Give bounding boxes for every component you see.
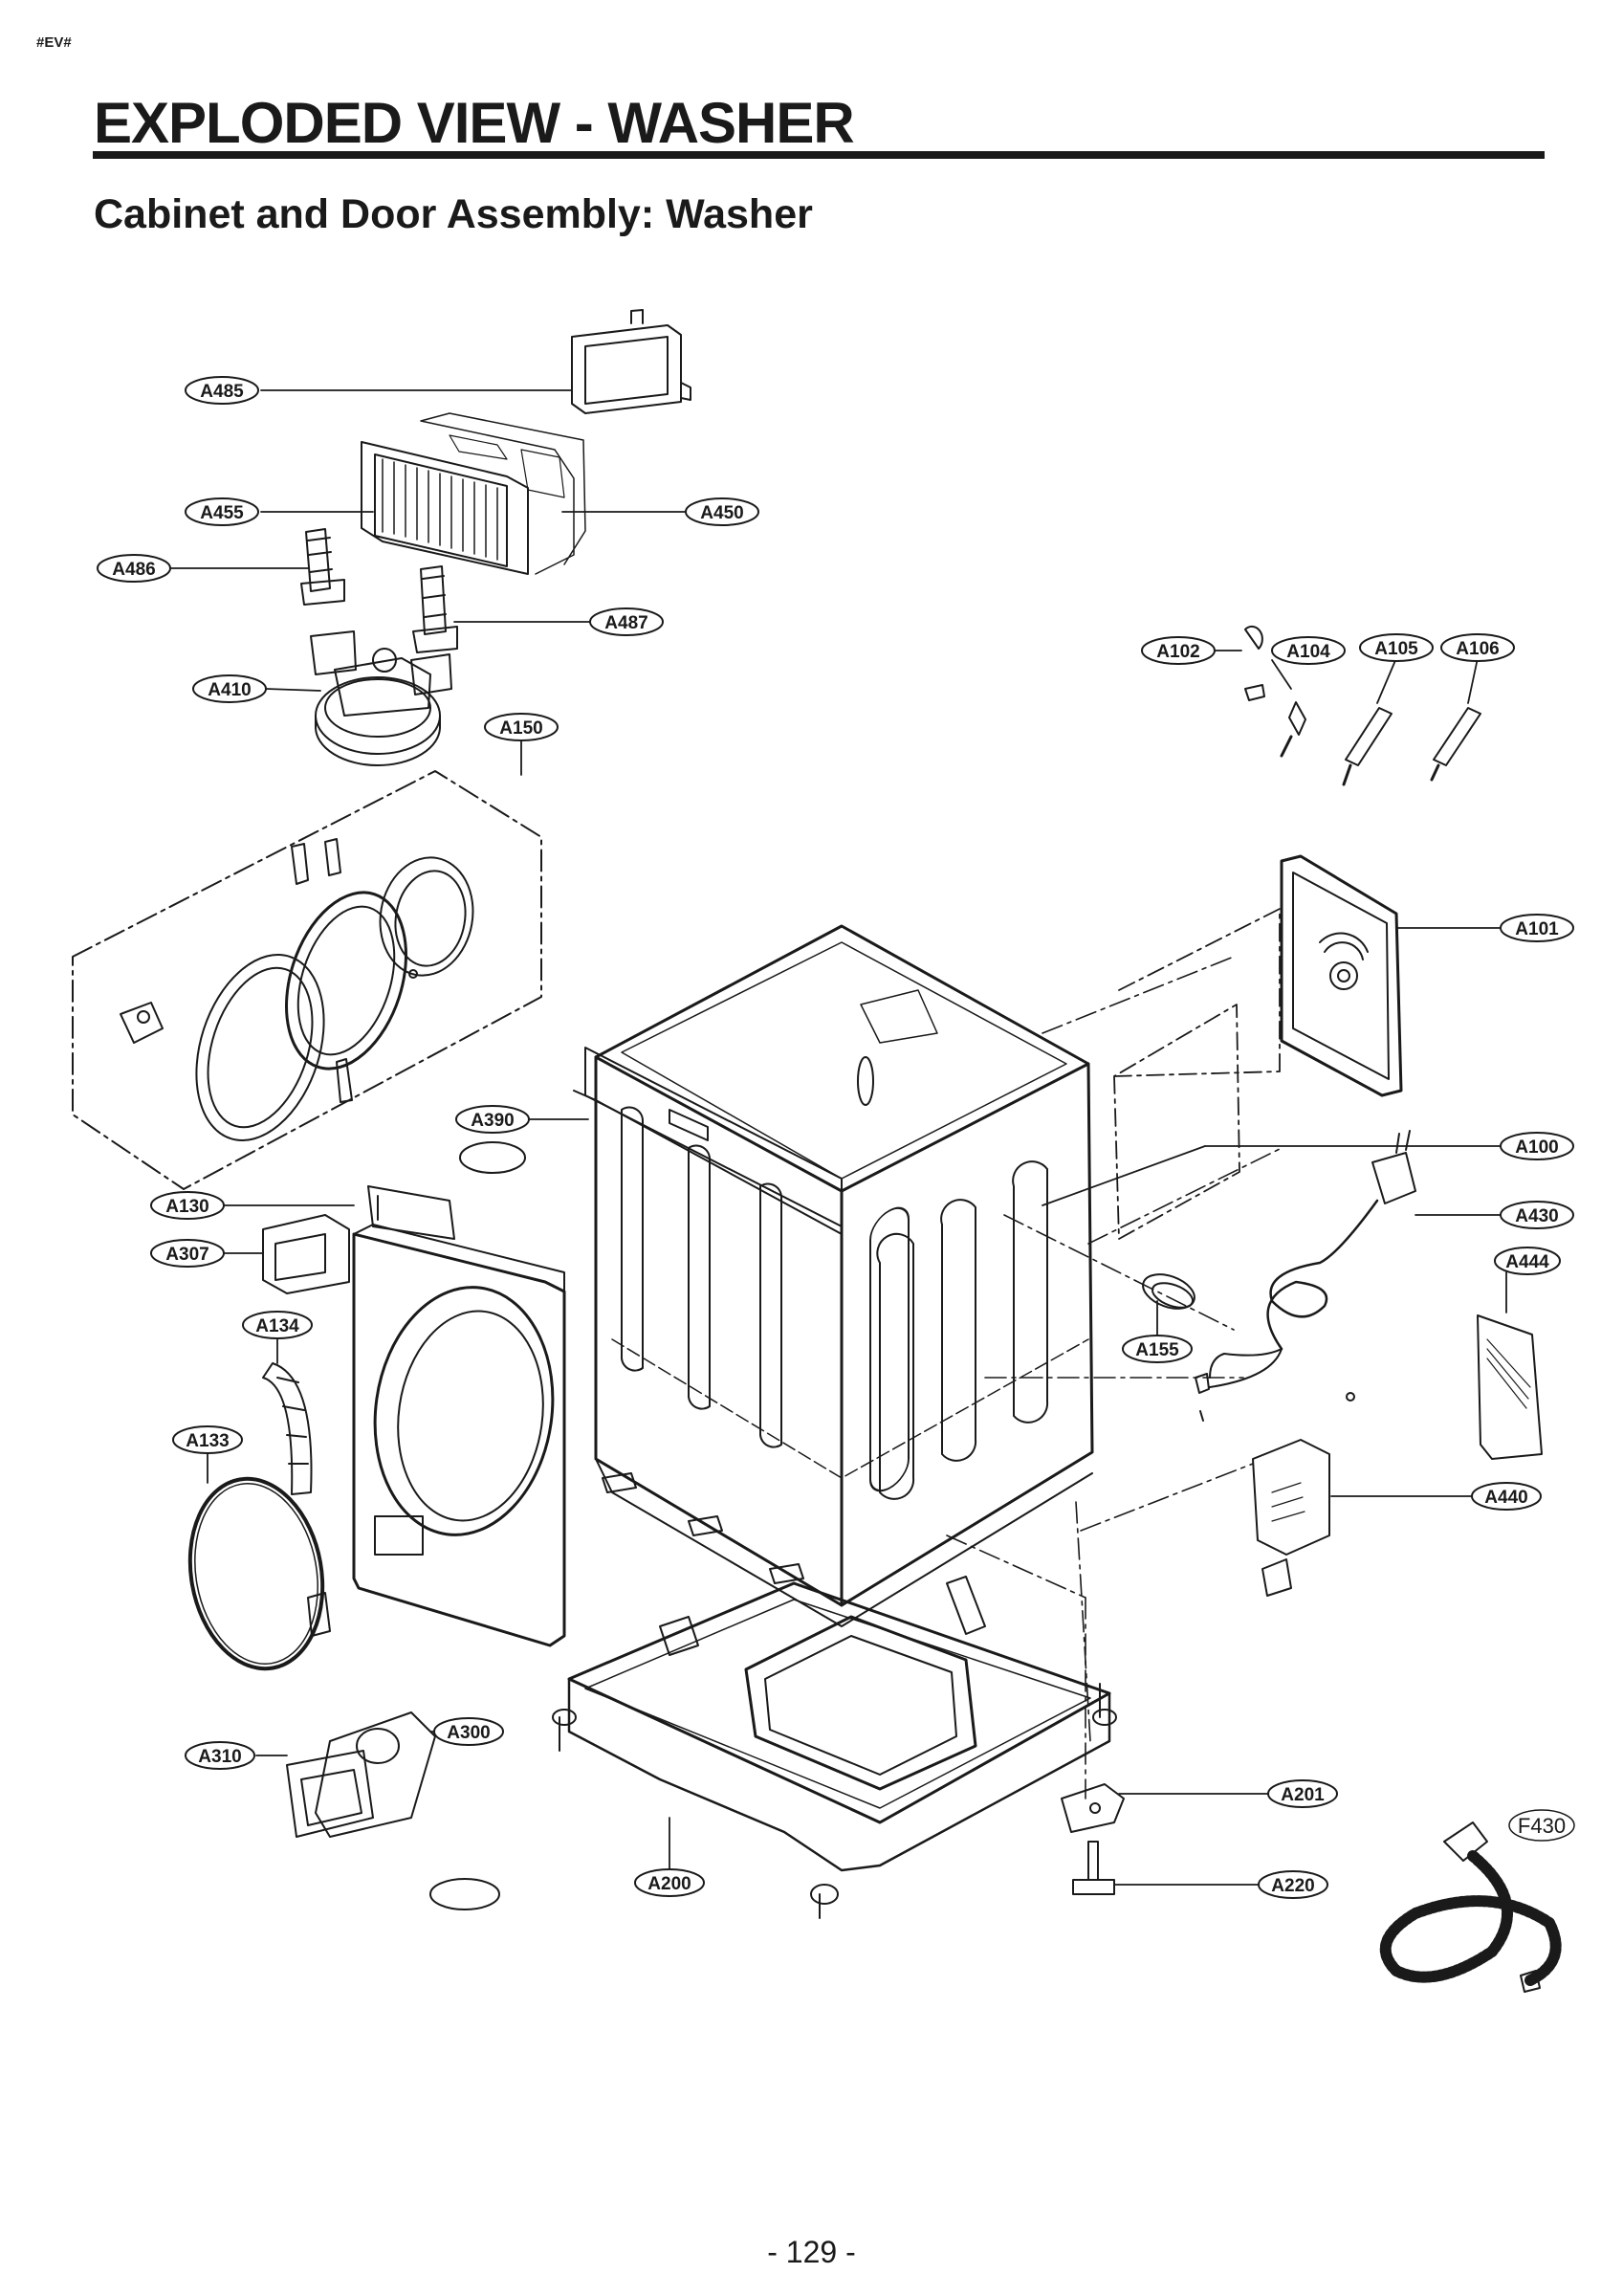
callout-a430: A430	[1500, 1201, 1574, 1229]
part-a440-drawing	[1252, 1439, 1330, 1597]
part-f430-hose	[1379, 1821, 1562, 1993]
callout-a102: A102	[1141, 636, 1216, 665]
callout-a410: A410	[192, 674, 267, 703]
callout-labels: A485 A455 A450 A486 A487 A410 A150 A102 …	[97, 376, 1574, 1910]
callout-a440-text: A440	[1484, 1488, 1527, 1508]
callout-a106: A106	[1440, 633, 1515, 662]
title-rule	[93, 151, 1545, 159]
callout-a134-text: A134	[255, 1316, 299, 1336]
callout-a390-text: A390	[471, 1111, 514, 1131]
callout-a390: A390	[455, 1105, 530, 1134]
page-subtitle: Cabinet and Door Assembly: Washer	[94, 191, 813, 237]
part-a155-drawing	[1142, 1273, 1195, 1310]
callout-a155: A155	[1122, 1335, 1193, 1363]
callout-a104: A104	[1271, 636, 1346, 665]
callout-a300-text: A300	[447, 1723, 490, 1743]
callout-f430-text: F430	[1518, 1814, 1566, 1838]
callout-a450: A450	[685, 497, 759, 526]
callout-a150-text: A150	[499, 718, 542, 739]
blank-callout-2	[429, 1878, 500, 1910]
part-a487-drawing	[412, 565, 458, 653]
callout-a105-text: A105	[1374, 639, 1418, 659]
callout-a485: A485	[185, 376, 259, 405]
callout-a486: A486	[97, 554, 171, 583]
callout-a300: A300	[433, 1717, 504, 1746]
callout-a100-text: A100	[1515, 1137, 1558, 1158]
part-a200-base	[552, 1576, 1117, 1919]
part-a134-drawing	[262, 1362, 313, 1495]
callout-a444-text: A444	[1505, 1252, 1549, 1272]
part-a485-drawing	[571, 309, 691, 414]
callout-a444: A444	[1494, 1247, 1561, 1275]
assembly-guides	[946, 956, 1283, 1799]
part-a300-a310-drawing	[286, 1711, 436, 1838]
leader-lines	[169, 389, 1507, 1886]
part-a102-a106-drawing	[1244, 625, 1481, 786]
part-a133-drawing	[187, 1476, 331, 1671]
part-a486-drawing	[300, 528, 345, 606]
callout-a485-text: A485	[200, 382, 244, 402]
callout-a487-text: A487	[604, 613, 647, 633]
part-a130-drawing	[352, 1185, 566, 1647]
callout-a430-text: A430	[1515, 1206, 1558, 1226]
callout-a130-text: A130	[165, 1197, 208, 1217]
document-tag: #EV#	[36, 34, 72, 51]
part-a455-a450-drawing	[361, 412, 586, 575]
callout-a104-text: A104	[1286, 642, 1330, 662]
callout-f430: F430	[1508, 1809, 1575, 1842]
callout-a201: A201	[1267, 1779, 1338, 1808]
part-a410-drawing	[310, 630, 452, 766]
part-a444-drawing	[1346, 1314, 1543, 1460]
callout-a455: A455	[185, 497, 259, 526]
callout-a455-text: A455	[200, 503, 244, 523]
part-a101-drawing	[1280, 854, 1403, 1097]
callout-a200-text: A200	[647, 1874, 691, 1894]
callout-a133-text: A133	[186, 1431, 229, 1451]
callout-a134: A134	[242, 1311, 313, 1339]
callout-a105: A105	[1359, 633, 1434, 662]
page-title: EXPLODED VIEW - WASHER	[94, 91, 855, 155]
callout-a410-text: A410	[208, 680, 251, 700]
callout-a133: A133	[172, 1425, 243, 1454]
cabinet-drawing	[573, 924, 1094, 1627]
callout-a220: A220	[1258, 1870, 1328, 1899]
callout-a450-text: A450	[700, 503, 743, 523]
callout-a102-text: A102	[1156, 642, 1199, 662]
callout-a150: A150	[484, 713, 559, 741]
callout-a307: A307	[150, 1239, 225, 1268]
a101-projection-box	[1113, 908, 1281, 1240]
callout-a130: A130	[150, 1191, 225, 1220]
callout-a220-text: A220	[1271, 1876, 1314, 1896]
callout-a100: A100	[1500, 1132, 1574, 1160]
callout-a101: A101	[1500, 914, 1574, 942]
callout-a200: A200	[634, 1868, 705, 1897]
callout-a106-text: A106	[1456, 639, 1499, 659]
callout-a155-text: A155	[1135, 1340, 1179, 1360]
callout-a307-text: A307	[165, 1245, 208, 1265]
blank-callout-1	[459, 1141, 526, 1174]
callout-a310-text: A310	[198, 1747, 241, 1767]
part-a220-drawing	[1072, 1841, 1115, 1895]
callout-a101-text: A101	[1515, 919, 1559, 939]
callout-a440: A440	[1471, 1482, 1542, 1511]
part-a390-drawing	[584, 1047, 843, 1227]
page-number: - 129 -	[767, 2235, 856, 2269]
callout-a201-text: A201	[1281, 1785, 1325, 1805]
callout-a310: A310	[185, 1741, 255, 1770]
part-a150-door-kit	[72, 770, 542, 1190]
part-a201-drawing	[1061, 1783, 1125, 1833]
part-a307-drawing	[262, 1214, 350, 1294]
callout-a486-text: A486	[112, 560, 155, 580]
callout-a487: A487	[589, 607, 664, 636]
